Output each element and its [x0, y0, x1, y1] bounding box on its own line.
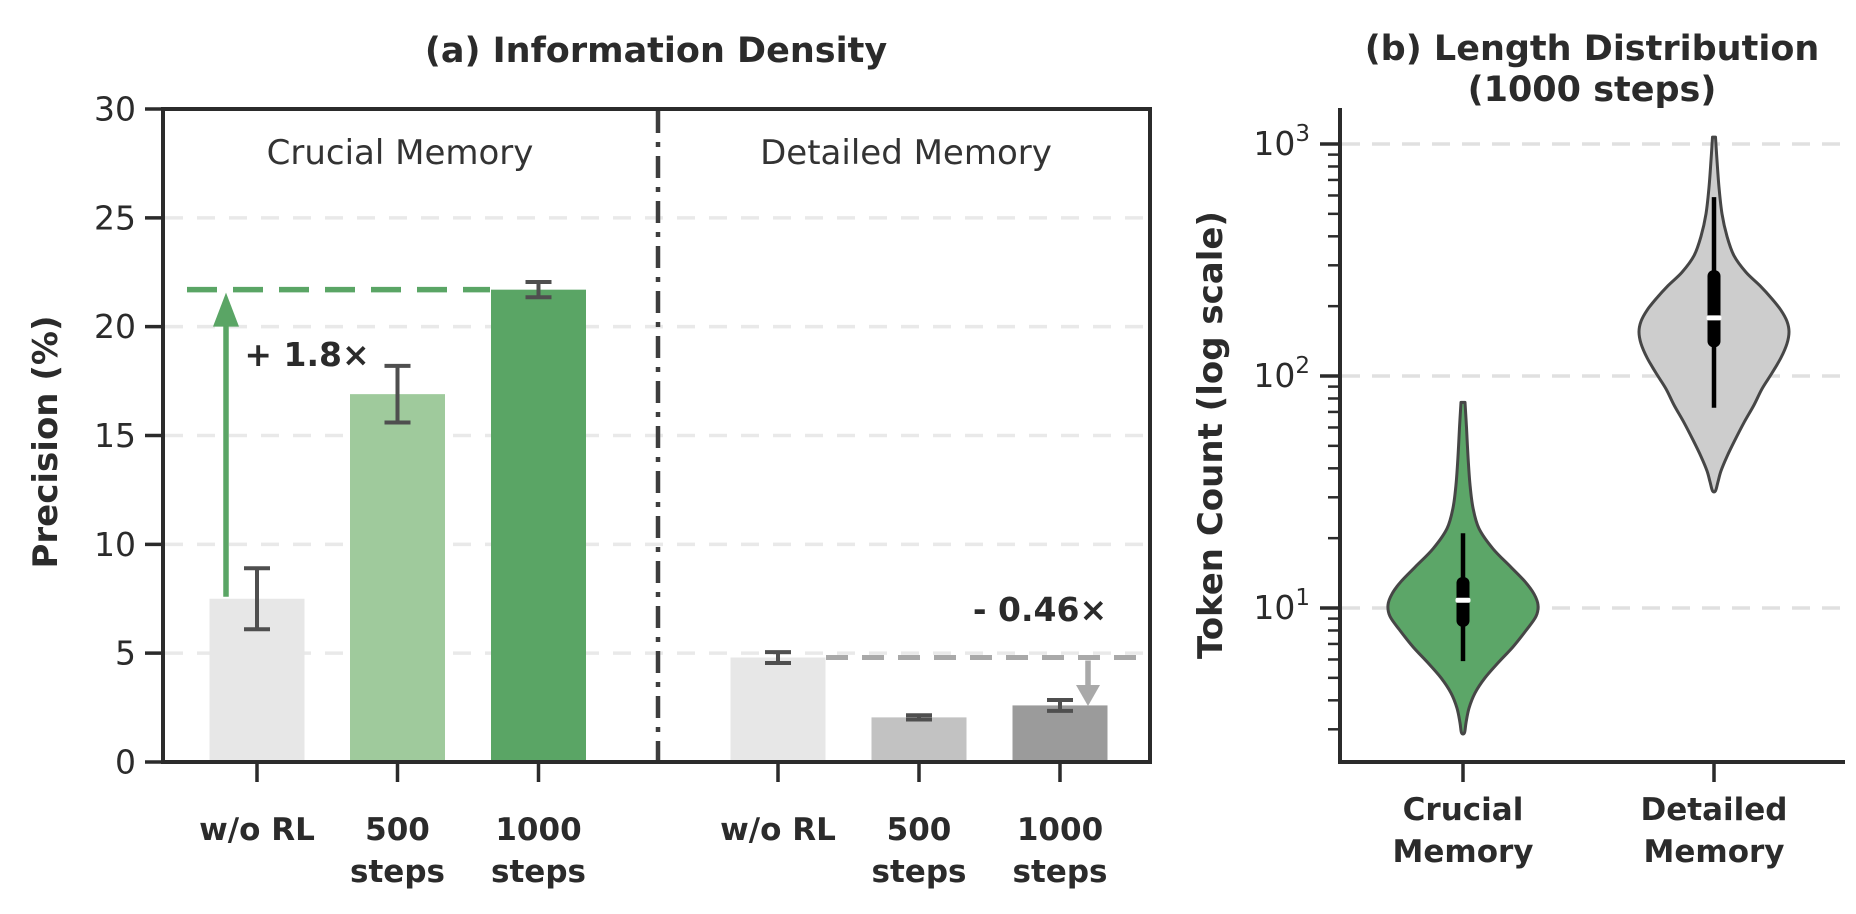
bar-detailed-1000steps — [1012, 705, 1108, 762]
x-tick-label: w/o RL — [720, 812, 836, 848]
annotation-drop: - 0.46× — [973, 590, 1107, 629]
bar-detailed-w/o RL — [730, 657, 826, 762]
y-tick-label: 10 — [94, 525, 136, 564]
group-label: Detailed Memory — [760, 133, 1052, 173]
y-tick-label: 15 — [94, 416, 136, 455]
bar-crucial-500steps — [350, 394, 445, 762]
y-axis-label: Precision (%) — [26, 316, 66, 569]
y-tick-label: 25 — [94, 198, 136, 237]
violin-median — [1455, 597, 1471, 603]
chart-a-title: (a) Information Density — [425, 31, 887, 71]
y-axis-label: Token Count (log scale) — [1191, 211, 1231, 659]
arrow-down-head-icon — [1076, 685, 1100, 706]
annotation-rise: + 1.8× — [244, 335, 369, 374]
violin-median — [1706, 315, 1722, 321]
group-label: Crucial Memory — [267, 133, 534, 173]
y-tick-label: 30 — [94, 90, 136, 129]
bar-detailed-500steps — [871, 717, 967, 762]
x-tick-label: w/o RL — [199, 812, 315, 848]
y-tick-label: 102 — [1253, 353, 1310, 395]
y-tick-label: 0 — [115, 743, 136, 782]
y-tick-label: 101 — [1253, 585, 1310, 627]
violin-box — [1707, 270, 1721, 348]
chart-b-title: (b) Length Distribution(1000 steps) — [1365, 29, 1820, 110]
y-tick-label: 103 — [1253, 121, 1310, 163]
y-tick-label: 20 — [94, 307, 136, 346]
bar-crucial-1000steps — [491, 289, 586, 762]
arrow-up-head-icon — [213, 292, 239, 327]
y-tick-label: 5 — [115, 634, 136, 673]
